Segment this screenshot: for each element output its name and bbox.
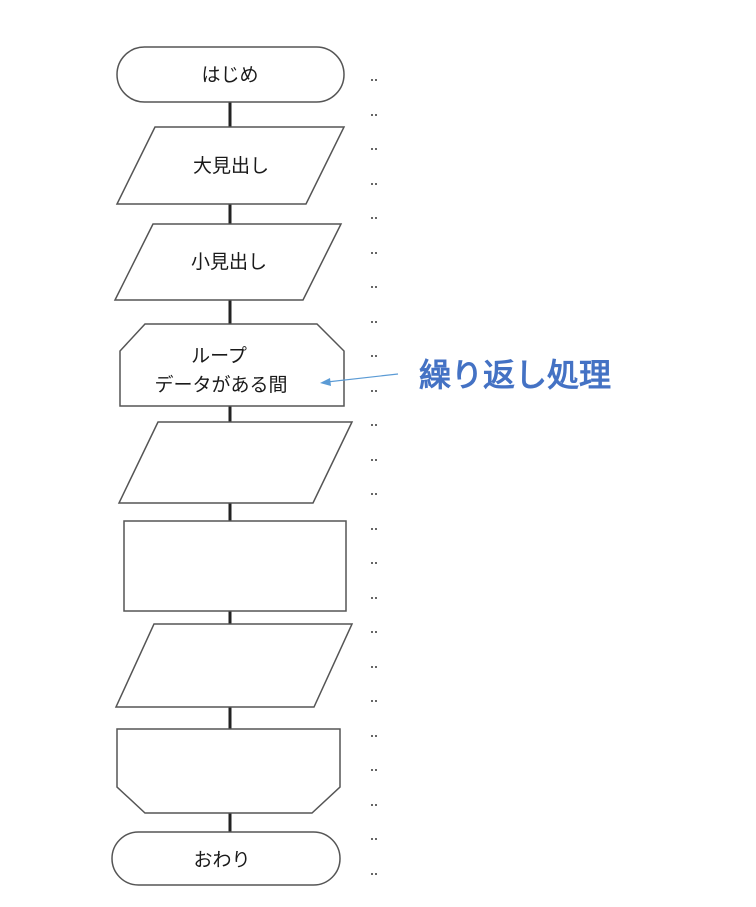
guide-dot [371,528,373,530]
guide-dot [375,597,377,599]
guide-dots [371,79,377,875]
guide-dot [375,424,377,426]
loop-start [119,323,345,407]
guide-dot [371,562,373,564]
guide-dot [371,493,373,495]
guide-dot [375,838,377,840]
guide-dot [375,79,377,81]
guide-dot [375,562,377,564]
empty-io-1 [117,421,354,504]
guide-dot [375,769,377,771]
guide-dot [375,666,377,668]
guide-dot [371,217,373,219]
guide-dot [371,390,373,392]
guide-dot [371,631,373,633]
guide-dot [371,321,373,323]
guide-dot [371,735,373,737]
guide-dot [371,459,373,461]
empty-process [123,520,347,612]
guide-dot [371,424,373,426]
loop-end [116,728,341,814]
guide-dot [375,114,377,116]
annotation-arrow-head [320,378,331,386]
heading-small-label: 小見出し [191,251,267,273]
guide-dot [371,700,373,702]
heading-large-io [115,126,346,205]
guide-dot [375,804,377,806]
guide-dot [371,804,373,806]
guide-dot [375,735,377,737]
guide-dot [371,666,373,668]
guide-dot [375,252,377,254]
guide-dot [371,873,373,875]
guide-dot [375,493,377,495]
guide-dot [375,390,377,392]
loop-label-line2: データがある間 [154,374,287,396]
guide-dot [375,217,377,219]
guide-dot [371,838,373,840]
guide-dot [375,700,377,702]
guide-dot [375,286,377,288]
guide-dot [371,597,373,599]
guide-dot [371,769,373,771]
guide-dot [371,286,373,288]
guide-dot [375,631,377,633]
heading-large-label: 大見出し [193,155,269,177]
guide-dot [375,321,377,323]
guide-dot [371,183,373,185]
start-terminal [116,46,345,103]
empty-io-2 [114,623,354,708]
guide-dot [375,873,377,875]
end-terminal [111,831,341,886]
annotation-text: 繰り返し処理 [419,356,611,394]
guide-dot [375,183,377,185]
guide-dot [371,79,373,81]
loop-label-line1: ループ [191,345,247,367]
guide-dot [371,114,373,116]
start-label: はじめ [201,64,258,86]
guide-dot [375,355,377,357]
guide-dot [371,148,373,150]
guide-dot [375,148,377,150]
end-label: おわり [193,849,250,871]
guide-dot [371,355,373,357]
guide-dot [375,528,377,530]
guide-dot [371,252,373,254]
annotation-arrow-line [326,373,399,383]
heading-small-io [113,223,343,301]
guide-dot [375,459,377,461]
